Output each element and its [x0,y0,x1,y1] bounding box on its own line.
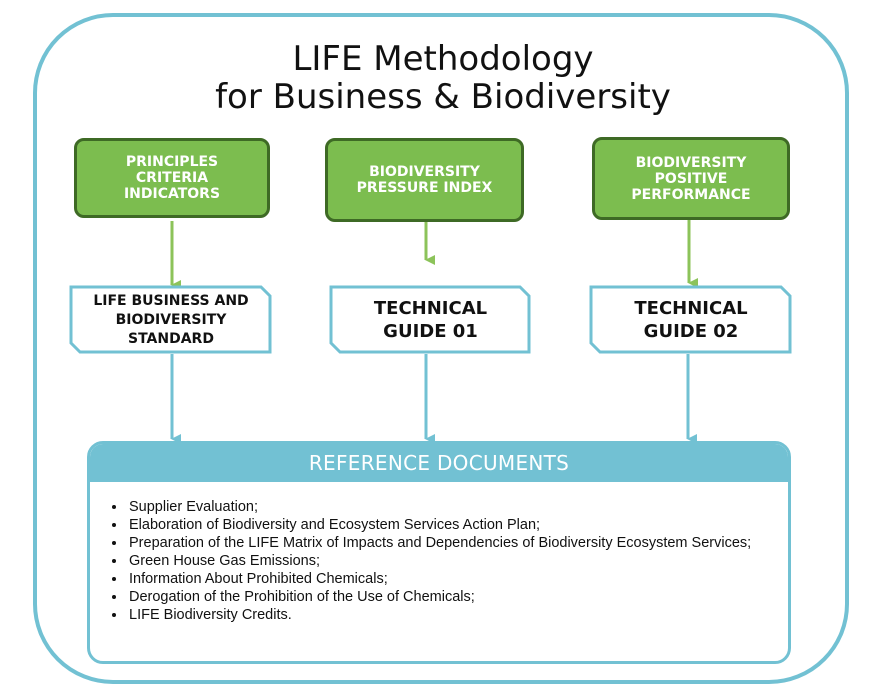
doc-shape-3 [589,285,792,354]
reference-item: Supplier Evaluation; [127,498,770,516]
pillar-biodiversity-pressure-index: BIODIVERSITY PRESSURE INDEX [325,138,524,222]
reference-item: LIFE Biodiversity Credits. [127,606,770,624]
pillar-3-label: BIODIVERSITY POSITIVE PERFORMANCE [631,154,751,203]
doc-technical-guide-02: TECHNICAL GUIDE 02 [593,289,789,351]
reference-item: Preparation of the LIFE Matrix of Impact… [127,534,770,552]
doc-2-label: TECHNICAL GUIDE 01 [373,298,488,342]
pillar-biodiversity-positive-performance: BIODIVERSITY POSITIVE PERFORMANCE [592,137,790,220]
reference-documents-panel: REFERENCE DOCUMENTS Supplier Evaluation;… [87,441,791,664]
pillar-1-label: PRINCIPLES CRITERIA INDICATORS [123,154,221,202]
doc-shape-2 [329,285,531,354]
reference-documents-header: REFERENCE DOCUMENTS [90,444,788,482]
reference-item: Green House Gas Emissions; [127,552,770,570]
doc-1-label: LIFE BUSINESS AND BIODIVERSITY STANDARD [93,292,249,347]
doc-life-business-biodiversity-standard: LIFE BUSINESS AND BIODIVERSITY STANDARD [73,289,269,351]
doc-shape-1 [69,285,272,354]
reference-item: Information About Prohibited Chemicals; [127,570,770,588]
reference-item: Elaboration of Biodiversity and Ecosyste… [127,516,770,534]
title-line-1: LIFE Methodology [292,39,594,79]
doc-technical-guide-01: TECHNICAL GUIDE 01 [333,289,528,351]
reference-item: Derogation of the Prohibition of the Use… [127,588,770,606]
title-line-2: for Business & Biodiversity [215,77,671,117]
outer-frame [33,13,849,684]
diagram-title: LIFE Methodology for Business & Biodiver… [0,40,886,116]
doc-3-label: TECHNICAL GUIDE 02 [634,298,748,342]
pillar-principles-criteria-indicators: PRINCIPLES CRITERIA INDICATORS [74,138,270,218]
pillar-2-label: BIODIVERSITY PRESSURE INDEX [356,164,493,196]
reference-documents-list: Supplier Evaluation; Elaboration of Biod… [90,498,788,624]
